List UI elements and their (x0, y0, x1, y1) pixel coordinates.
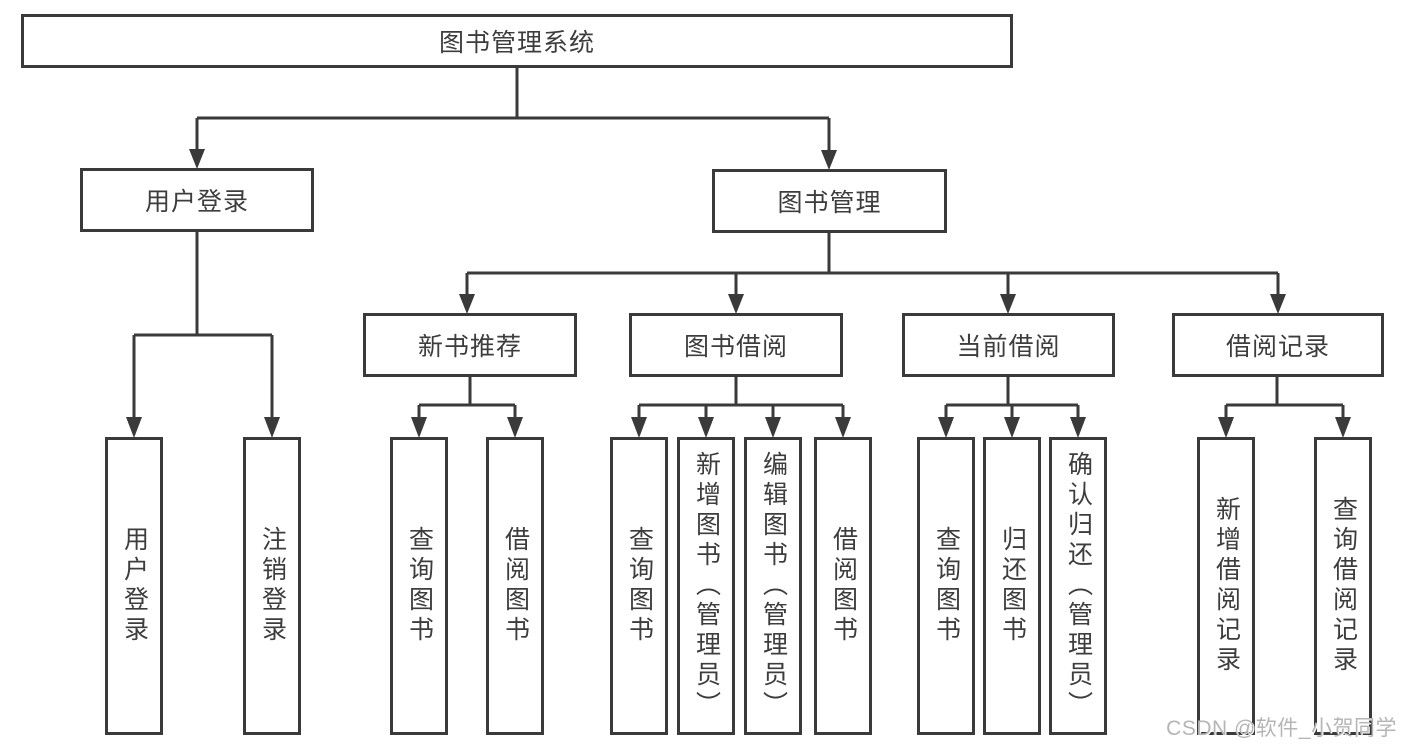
node-leaf-query-books-2: 查询图书 (610, 437, 668, 735)
node-leaf-add-books-admin: 新增图书（管理员） (677, 437, 735, 735)
node-leaf-query-books-1: 查询图书 (390, 437, 448, 735)
node-book-borrow: 图书借阅 (629, 313, 843, 377)
node-leaf-confirm-return-admin: 确认归还（管理员） (1049, 437, 1107, 735)
node-borrow-records: 借阅记录 (1172, 313, 1384, 377)
node-book-management-branch: 图书管理 (712, 169, 947, 233)
node-leaf-logout: 注销登录 (243, 437, 301, 735)
node-new-book-recommend: 新书推荐 (363, 313, 577, 377)
node-leaf-borrow-books-1: 借阅图书 (486, 437, 544, 735)
node-user-login-branch: 用户登录 (80, 168, 314, 232)
node-book-management-system: 图书管理系统 (21, 14, 1013, 68)
node-leaf-query-borrow-record: 查询借阅记录 (1314, 437, 1372, 735)
node-leaf-query-books-3: 查询图书 (917, 437, 975, 735)
csdn-watermark: CSDN @软件_小贺同学 (1166, 717, 1397, 740)
node-leaf-add-borrow-record: 新增借阅记录 (1197, 437, 1255, 735)
node-leaf-edit-books-admin: 编辑图书（管理员） (744, 437, 802, 735)
node-leaf-return-books: 归还图书 (983, 437, 1041, 735)
node-leaf-borrow-books-2: 借阅图书 (814, 437, 872, 735)
node-current-borrow: 当前借阅 (902, 313, 1115, 377)
node-leaf-user-login: 用户登录 (105, 437, 163, 735)
